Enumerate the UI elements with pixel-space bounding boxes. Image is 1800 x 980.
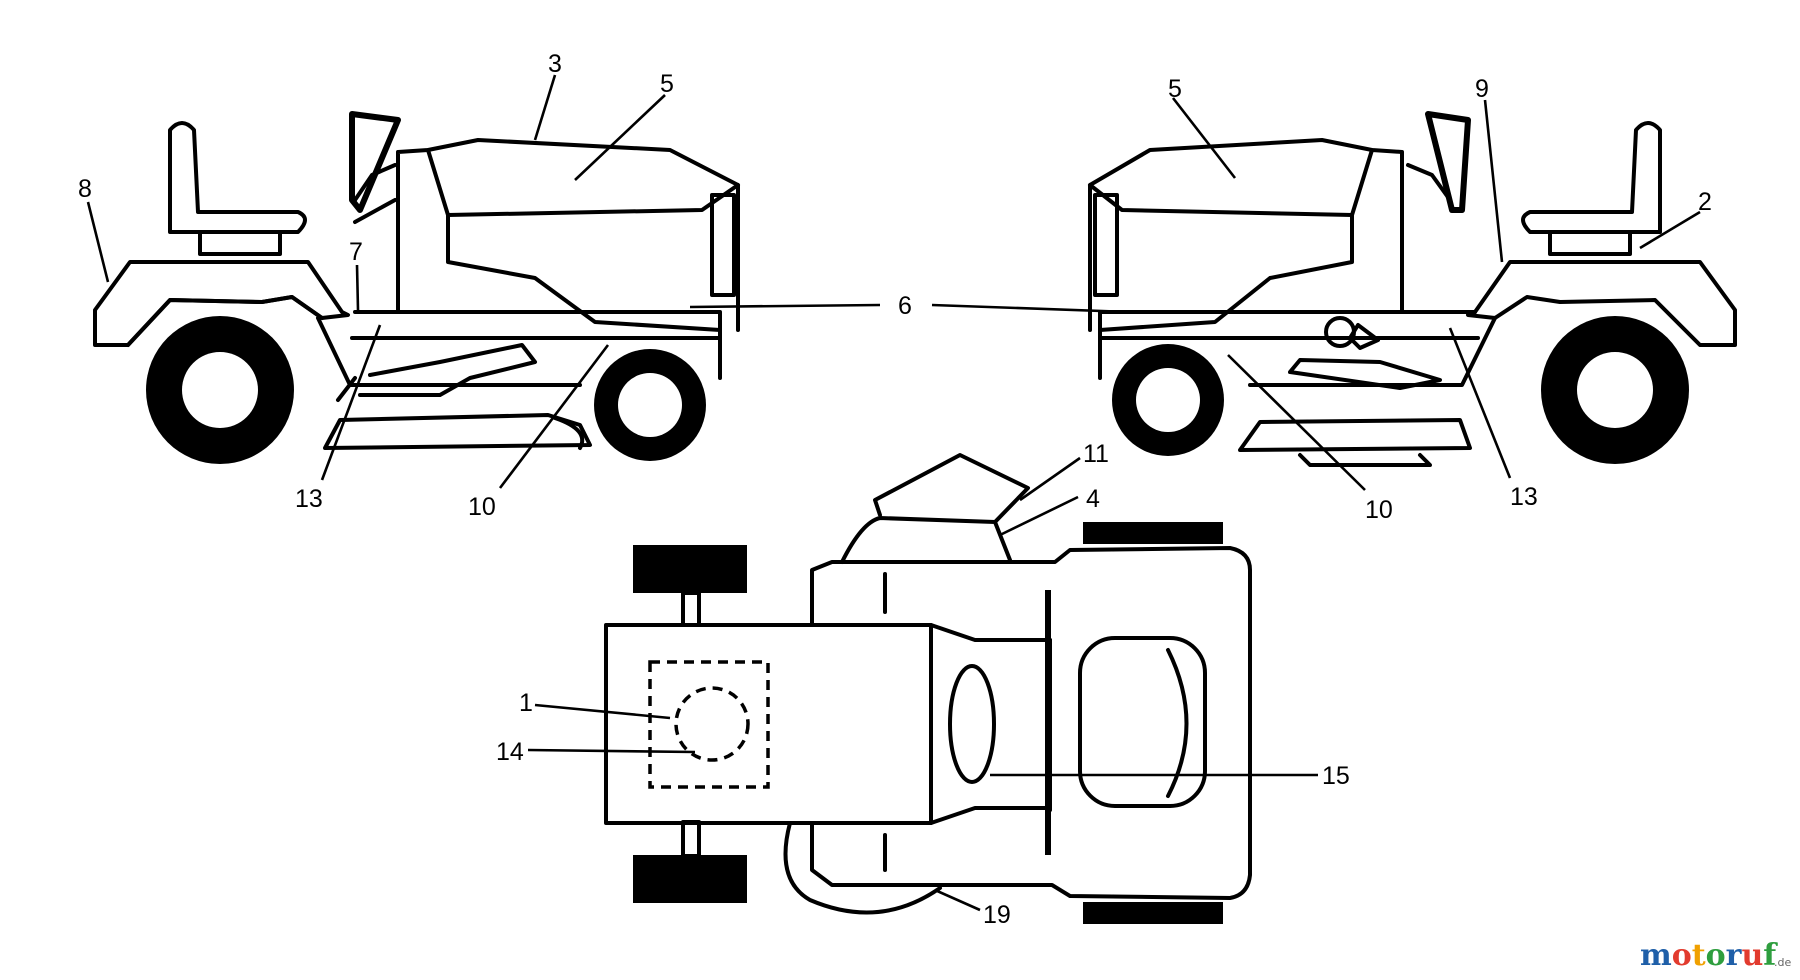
watermark-logo: motoruf .de: [1640, 938, 1791, 973]
callout-5-right: 5: [1168, 75, 1182, 103]
steering-oval-top: [948, 664, 996, 784]
callout-9: 9: [1475, 75, 1489, 103]
mower-deck-right: [1238, 418, 1472, 452]
callout-4: 4: [1086, 485, 1100, 513]
callout-3: 3: [548, 50, 562, 78]
callout-7: 7: [349, 238, 363, 266]
rear-fender-right: [1466, 260, 1737, 347]
front-tire-top: [1083, 522, 1223, 544]
callout-10-left: 10: [468, 493, 496, 521]
hood-right: [1088, 138, 1404, 332]
wm-tld: .de: [1774, 956, 1791, 969]
front-tire-bottom: [1083, 902, 1223, 924]
callout-15: 15: [1322, 762, 1350, 790]
tractor-top-view: [604, 453, 1252, 924]
callout-1: 1: [519, 689, 533, 717]
seat-left: [168, 121, 307, 234]
wm-letter: f: [1763, 938, 1778, 973]
tractor-right-side-view: [1088, 111, 1737, 467]
callout-labels: 3 5 5 9 2 8 7 6 13 10 10 13 11 4 1 14 15…: [78, 50, 1712, 929]
svg-text:motoruf: motoruf: [1640, 938, 1778, 973]
callout-2: 2: [1698, 188, 1712, 216]
callout-5-left: 5: [660, 70, 674, 98]
callout-8: 8: [78, 175, 92, 203]
rear-fender-top-view: [604, 623, 933, 825]
callout-14: 14: [496, 738, 524, 766]
callout-13-right: 13: [1510, 483, 1538, 511]
grass-chute: [840, 516, 1012, 564]
tractor-left-side-view: [93, 111, 740, 464]
callout-10-right: 10: [1365, 496, 1393, 524]
rear-tire-bottom: [633, 855, 747, 903]
rear-tire-top: [633, 545, 747, 593]
seat-right: [1521, 121, 1662, 234]
wm-letter: t: [1692, 938, 1706, 973]
seat-outline-dashed: [648, 660, 770, 789]
engine-hood-top: [1078, 636, 1207, 808]
wm-letter: r: [1726, 938, 1743, 973]
callout-19: 19: [983, 901, 1011, 929]
steering-wheel-left: [349, 111, 401, 213]
wm-letter: u: [1741, 938, 1763, 973]
callout-6: 6: [898, 292, 912, 320]
leader-lines: [86, 74, 1701, 912]
steering-wheel-right: [1425, 111, 1471, 213]
wm-letter: o: [1672, 938, 1692, 973]
callout-13-left: 13: [295, 485, 323, 513]
callout-11: 11: [1083, 440, 1109, 468]
seat-circle-dashed: [674, 686, 750, 762]
wm-letter: o: [1706, 938, 1726, 973]
wm-letter: m: [1640, 938, 1672, 973]
